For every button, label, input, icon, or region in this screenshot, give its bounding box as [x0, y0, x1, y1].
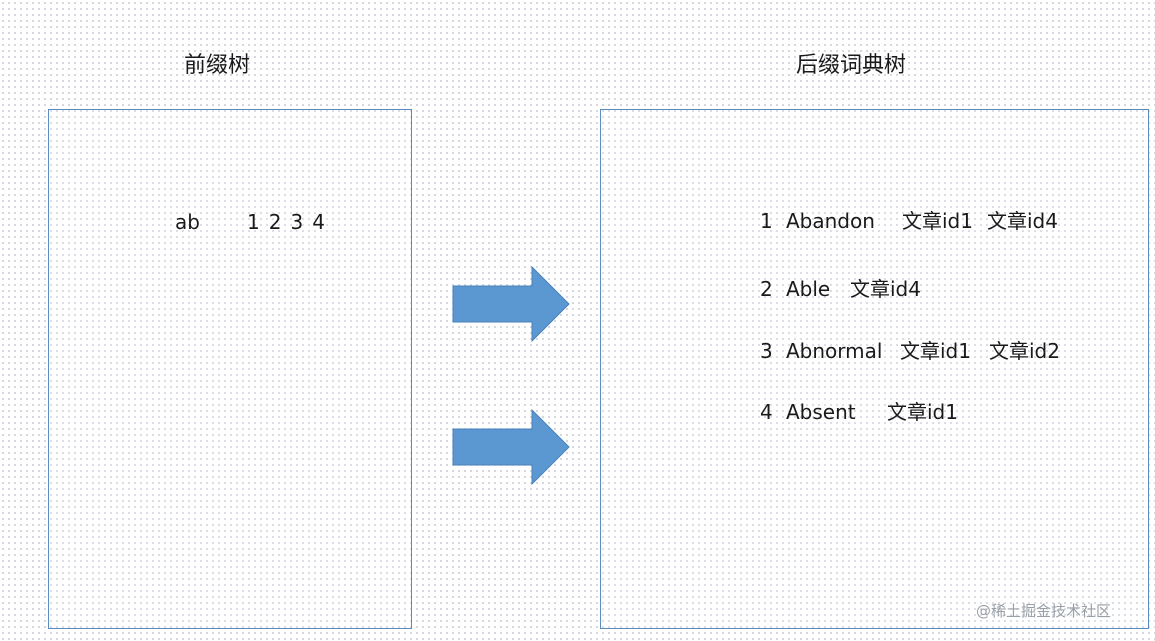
- right-arrow-icon: [452, 266, 570, 342]
- arrow-shape: [452, 409, 570, 485]
- entry-word: Absent: [786, 400, 856, 424]
- entry-number: 2: [760, 277, 773, 301]
- entry-word: Able: [786, 277, 831, 301]
- dictionary-entry: 3 Abnormal 文章id1 文章id2: [760, 336, 1060, 366]
- entry-word: Abandon: [786, 209, 875, 233]
- prefix-key: ab: [175, 210, 200, 234]
- entry-doc: 文章id4: [986, 209, 1058, 233]
- prefix-tree-title: 前缀树: [184, 53, 251, 78]
- watermark: @稀土掘金技术社区: [976, 602, 1112, 620]
- entry-doc: 文章id4: [850, 277, 921, 301]
- entry-doc: 文章id1: [902, 209, 973, 233]
- prefix-tree-box: [48, 109, 412, 629]
- entry-doc: 文章id2: [988, 339, 1060, 363]
- prefix-id: 3: [290, 210, 304, 234]
- dictionary-entry: 1 Abandon 文章id1 文章id4: [760, 206, 1058, 236]
- arrow-shape: [452, 266, 570, 342]
- prefix-id: 1: [247, 210, 260, 234]
- entry-doc: 文章id1: [887, 400, 958, 424]
- suffix-dictionary-tree-box: [600, 109, 1149, 629]
- entry-number: 1: [760, 209, 773, 233]
- entry-word: Abnormal: [786, 339, 883, 363]
- entry-doc: 文章id1: [900, 339, 971, 363]
- entry-number: 3: [760, 339, 773, 363]
- dictionary-entry: 4 Absent 文章id1: [760, 397, 958, 427]
- prefix-id: 2: [268, 210, 282, 234]
- dictionary-entry: 2 Able 文章id4: [760, 274, 921, 304]
- suffix-dictionary-tree-title: 后缀词典树: [796, 53, 907, 78]
- prefix-id: 4: [312, 210, 325, 234]
- right-arrow-icon: [452, 409, 570, 485]
- entry-number: 4: [760, 400, 773, 424]
